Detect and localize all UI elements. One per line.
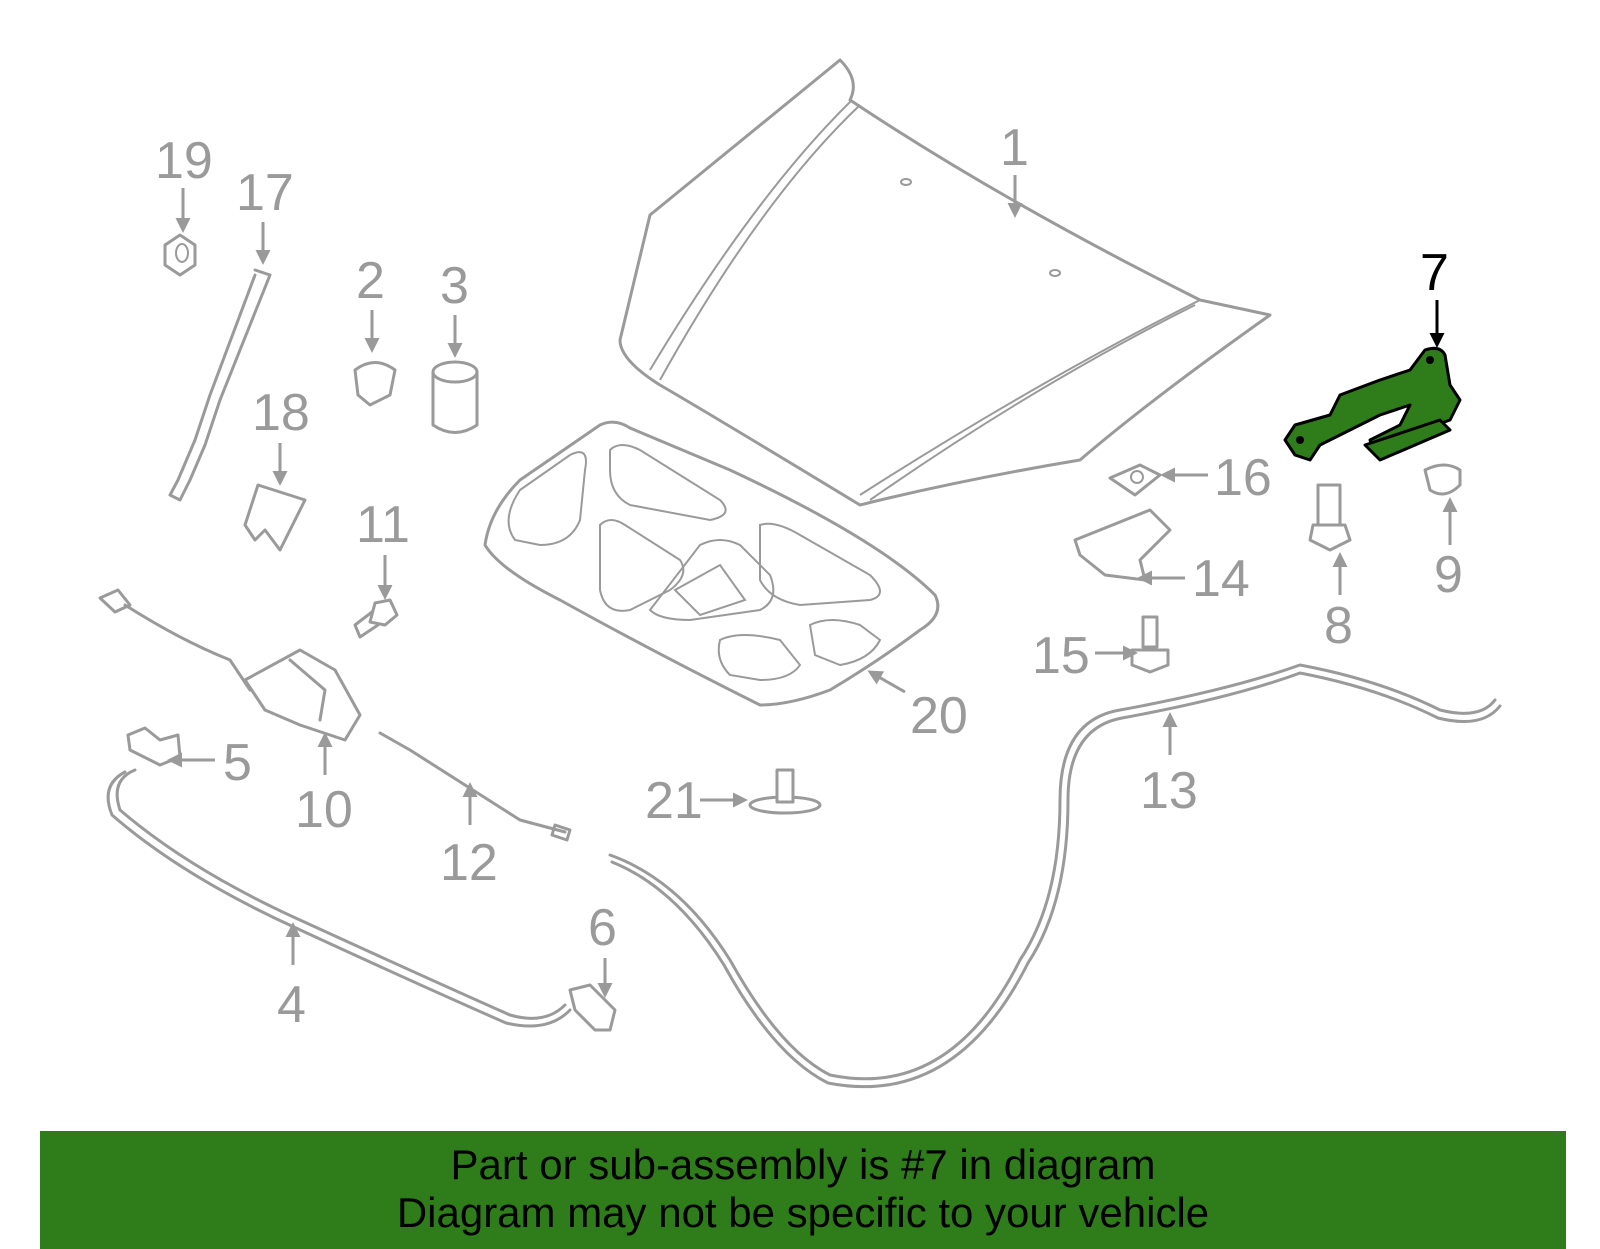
bolt-part-11	[353, 598, 399, 639]
hood-part	[618, 58, 1272, 507]
callout-11: 11	[356, 496, 410, 554]
callout-1: 1	[1000, 119, 1029, 177]
callout-17: 17	[236, 164, 294, 222]
bolt-part-8	[1308, 483, 1352, 552]
callout-6: 6	[588, 899, 617, 957]
nut-part	[163, 233, 197, 277]
nut-part-9	[1423, 463, 1462, 496]
callout-2: 2	[356, 252, 385, 310]
clip-part-6	[568, 983, 617, 1032]
callout-12: 12	[440, 834, 498, 892]
callout-15: 15	[1032, 627, 1090, 685]
callout-9: 9	[1434, 546, 1463, 604]
banner-line-2: Diagram may not be specific to your vehi…	[396, 1189, 1210, 1236]
callout-20: 20	[910, 687, 968, 745]
callout-19: 19	[155, 132, 213, 190]
callout-3: 3	[440, 257, 469, 315]
callout-5: 5	[223, 734, 252, 792]
banner-line-1: Part or sub-assembly is #7 in diagram	[450, 1141, 1156, 1188]
grommet-part	[353, 361, 397, 407]
clip-part-16	[1108, 463, 1162, 497]
info-banner: Part or sub-assembly is #7 in diagram Di…	[40, 1131, 1566, 1249]
prop-rod-part	[168, 268, 272, 502]
callout-21: 21	[645, 772, 703, 830]
callout-10: 10	[295, 781, 353, 839]
callout-8: 8	[1324, 597, 1353, 655]
callout-13: 13	[1140, 762, 1198, 820]
pad-part	[243, 483, 307, 552]
callout-16: 16	[1214, 449, 1272, 507]
callout-18: 18	[252, 384, 310, 442]
bumper-cylinder-part	[431, 360, 479, 434]
bolt-part-15	[1130, 615, 1170, 674]
callout-4: 4	[277, 976, 306, 1034]
cable-part-13	[608, 663, 1502, 1089]
callout-14: 14	[1192, 550, 1250, 608]
hood-insulator-part	[483, 420, 940, 707]
callout-7: 7	[1420, 244, 1449, 302]
hood-hinge-part-highlighted	[1283, 346, 1462, 462]
arrow-20	[867, 670, 906, 694]
release-cable-part	[378, 731, 572, 842]
latch-part	[98, 588, 362, 742]
stud-part-21	[748, 768, 822, 815]
bracket-part-14	[1073, 508, 1172, 582]
